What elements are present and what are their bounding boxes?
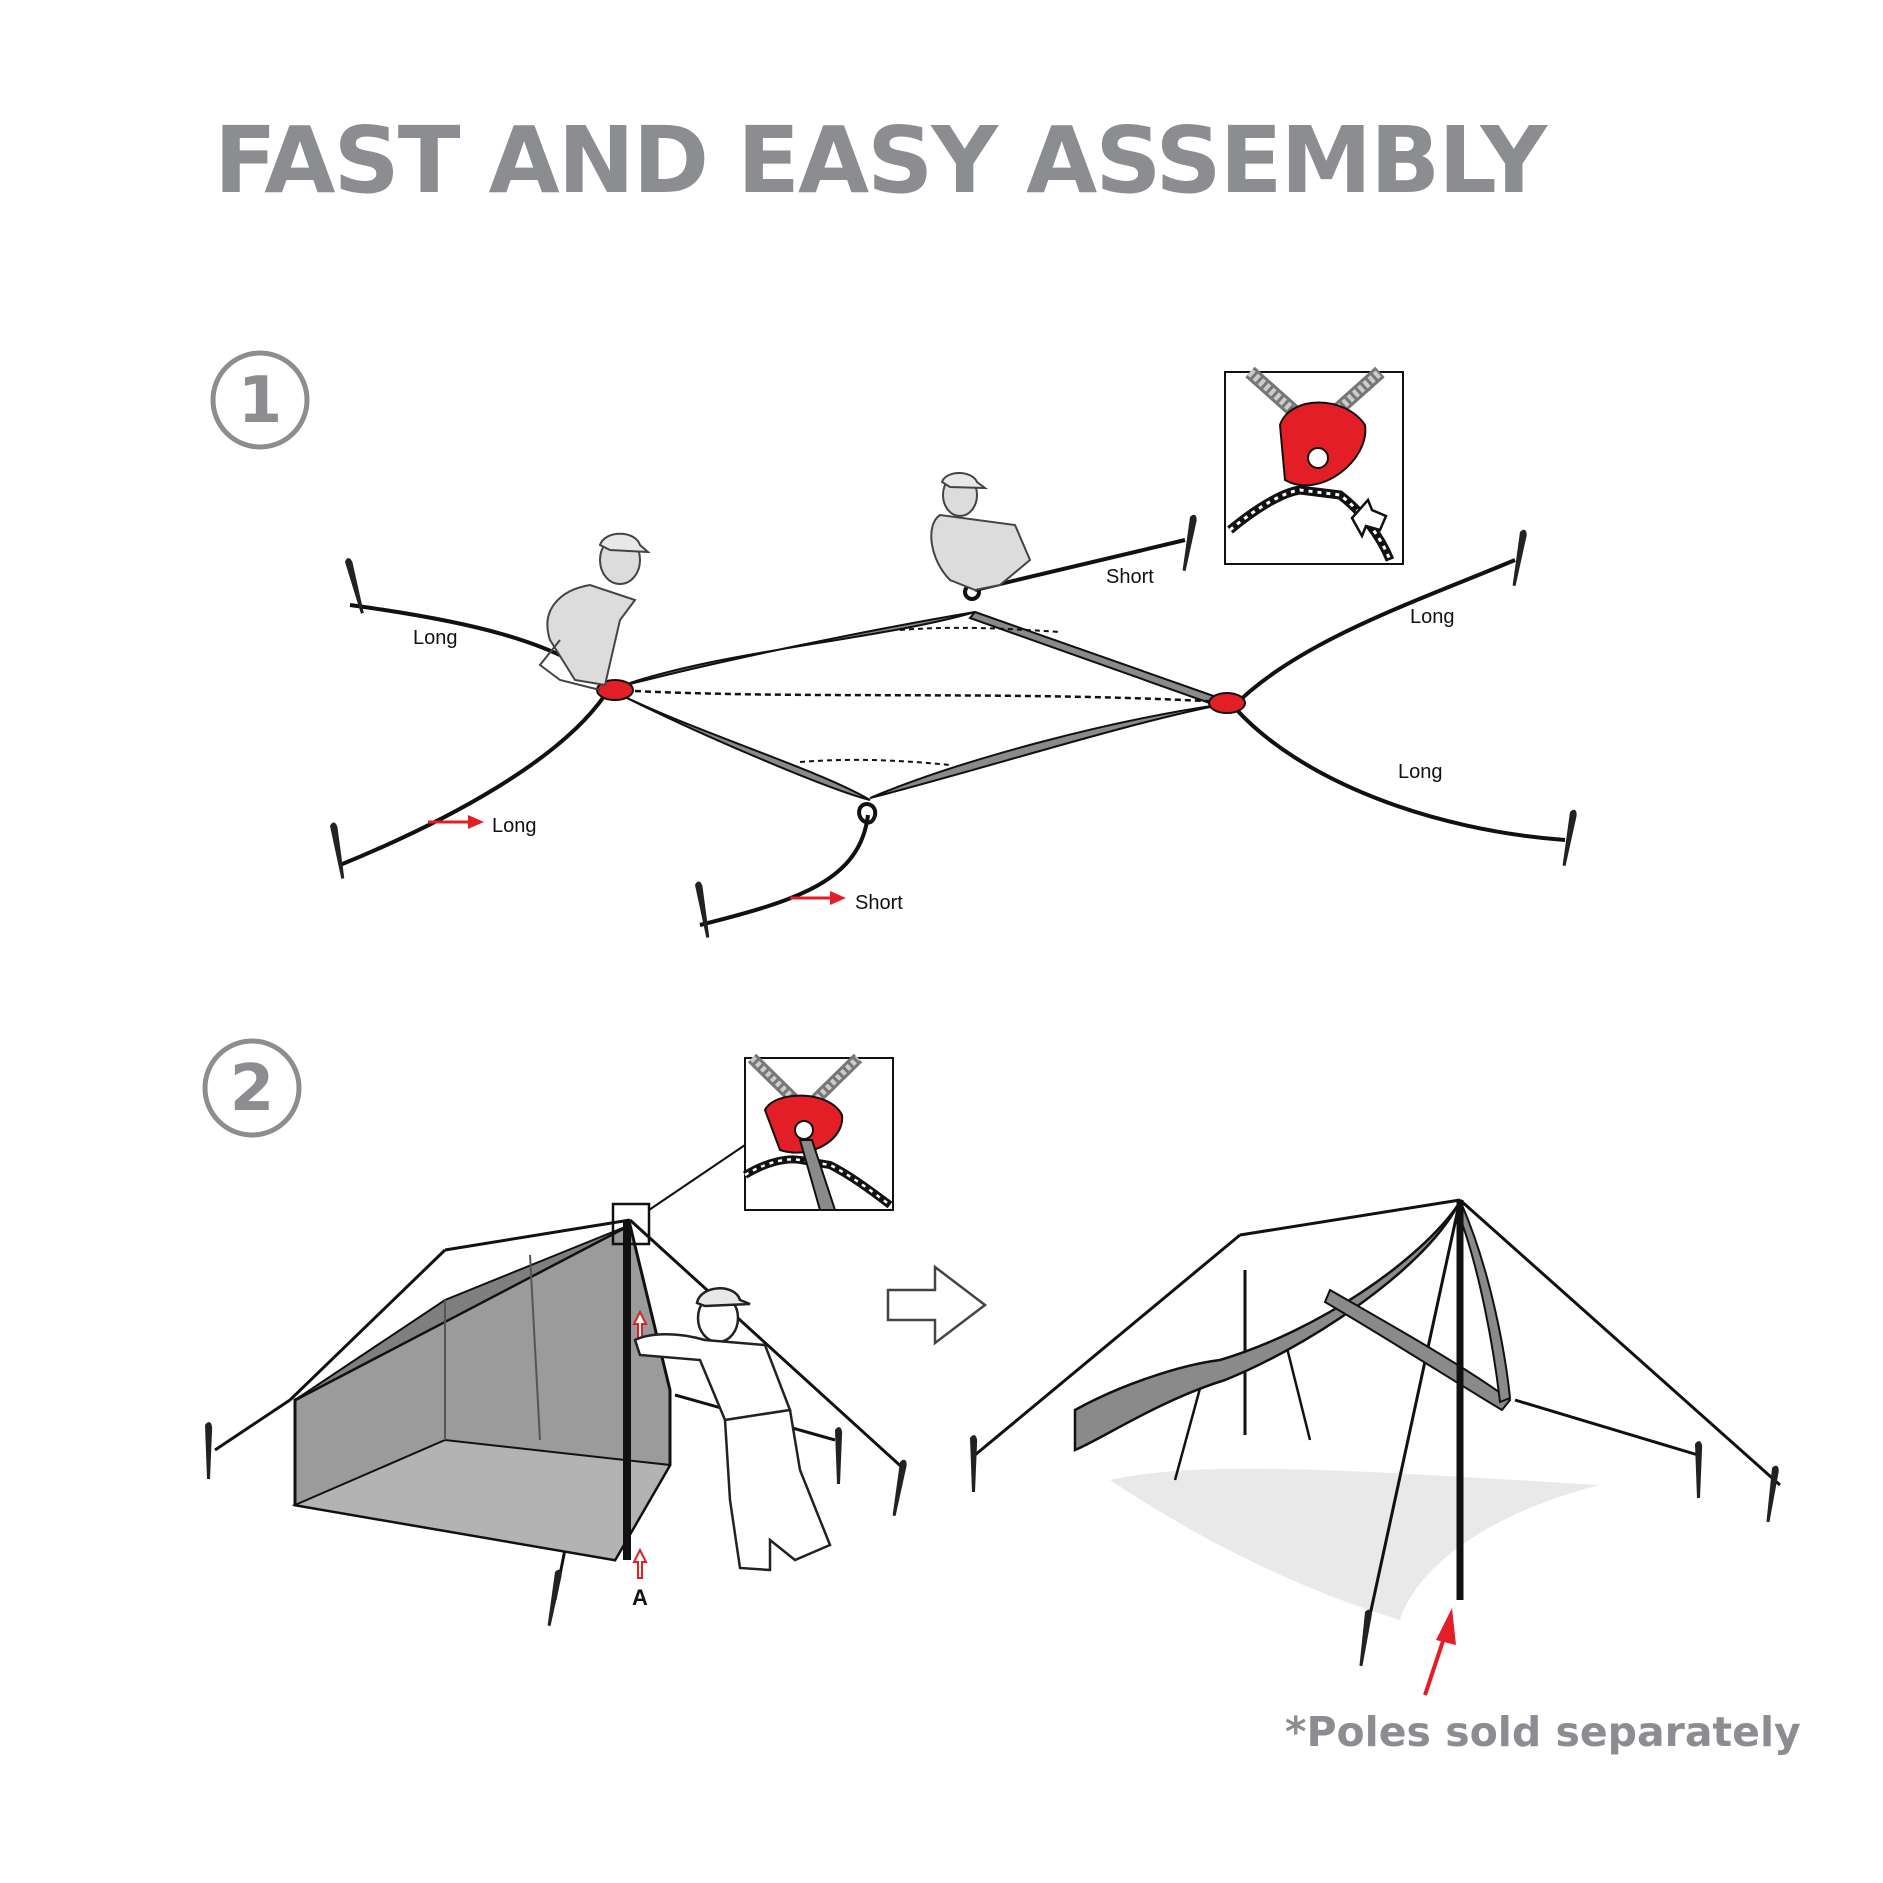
stake-icon (1695, 1441, 1703, 1498)
tarp-strap-bottom-right (869, 703, 1226, 799)
stake-icon (329, 821, 347, 880)
tarp-ridge-dashed (614, 688, 1226, 704)
arrow-right-icon (428, 815, 484, 829)
poles-footnote: *Poles sold separately (1285, 1708, 1801, 1756)
stake-icon (545, 1569, 563, 1627)
guyline-left-bottom (339, 693, 607, 867)
arrow-up-icon (1423, 1608, 1456, 1696)
red-anchor-icon (1208, 692, 1246, 714)
label-long: Long (1410, 606, 1455, 628)
loop-icon (857, 802, 878, 825)
label-short: Short (855, 892, 903, 914)
tarp-strap-top-left (614, 611, 976, 689)
stake-icon (1180, 514, 1198, 572)
stake-icon (835, 1427, 843, 1484)
detail-inset (742, 1053, 894, 1211)
label-short: Short (1106, 566, 1154, 588)
label-long: Long (1398, 761, 1443, 783)
detail-inset (1224, 366, 1404, 565)
tarp-cross-dashed-bottom (799, 758, 951, 766)
tarp-strap-top-right (968, 610, 1227, 708)
step-2-number: 2 (230, 1052, 275, 1126)
person-kneeling-icon (538, 532, 651, 691)
tent-with-inner: A (205, 1144, 908, 1627)
tarp-shelter (970, 1198, 1781, 1696)
step-1-badge (210, 350, 310, 450)
arrow-right-icon (886, 1264, 988, 1346)
person-kneeling-icon (930, 472, 1032, 592)
page-title: FAST AND EASY ASSEMBLY (214, 107, 1547, 214)
guyline-top-short (974, 538, 1186, 592)
stake-icon (205, 1422, 213, 1479)
stake-icon (890, 1459, 908, 1517)
step-2-badge (202, 1038, 302, 1138)
label-long: Long (492, 815, 537, 837)
label-long: Long (413, 627, 458, 649)
guyline-bottom-short (699, 814, 870, 927)
tarp-cross-dashed-top (899, 626, 1061, 633)
step-1: 1 (210, 350, 1578, 939)
step-1-number: 1 (238, 364, 283, 438)
person-standing-icon (633, 1287, 832, 1572)
stake-icon (1510, 529, 1528, 587)
guyline-right-bottom (1233, 706, 1566, 842)
tarp-strap-bottom-left (614, 691, 871, 801)
stake-icon (1357, 1609, 1373, 1667)
arrow-right-icon (790, 891, 846, 905)
stake-icon (1560, 809, 1578, 867)
pole-label: A (632, 1585, 648, 1610)
stake-icon (694, 880, 712, 939)
stake-icon (970, 1435, 978, 1492)
guyline-right-top (1233, 558, 1516, 707)
step-2: 2 A (202, 1038, 1781, 1696)
